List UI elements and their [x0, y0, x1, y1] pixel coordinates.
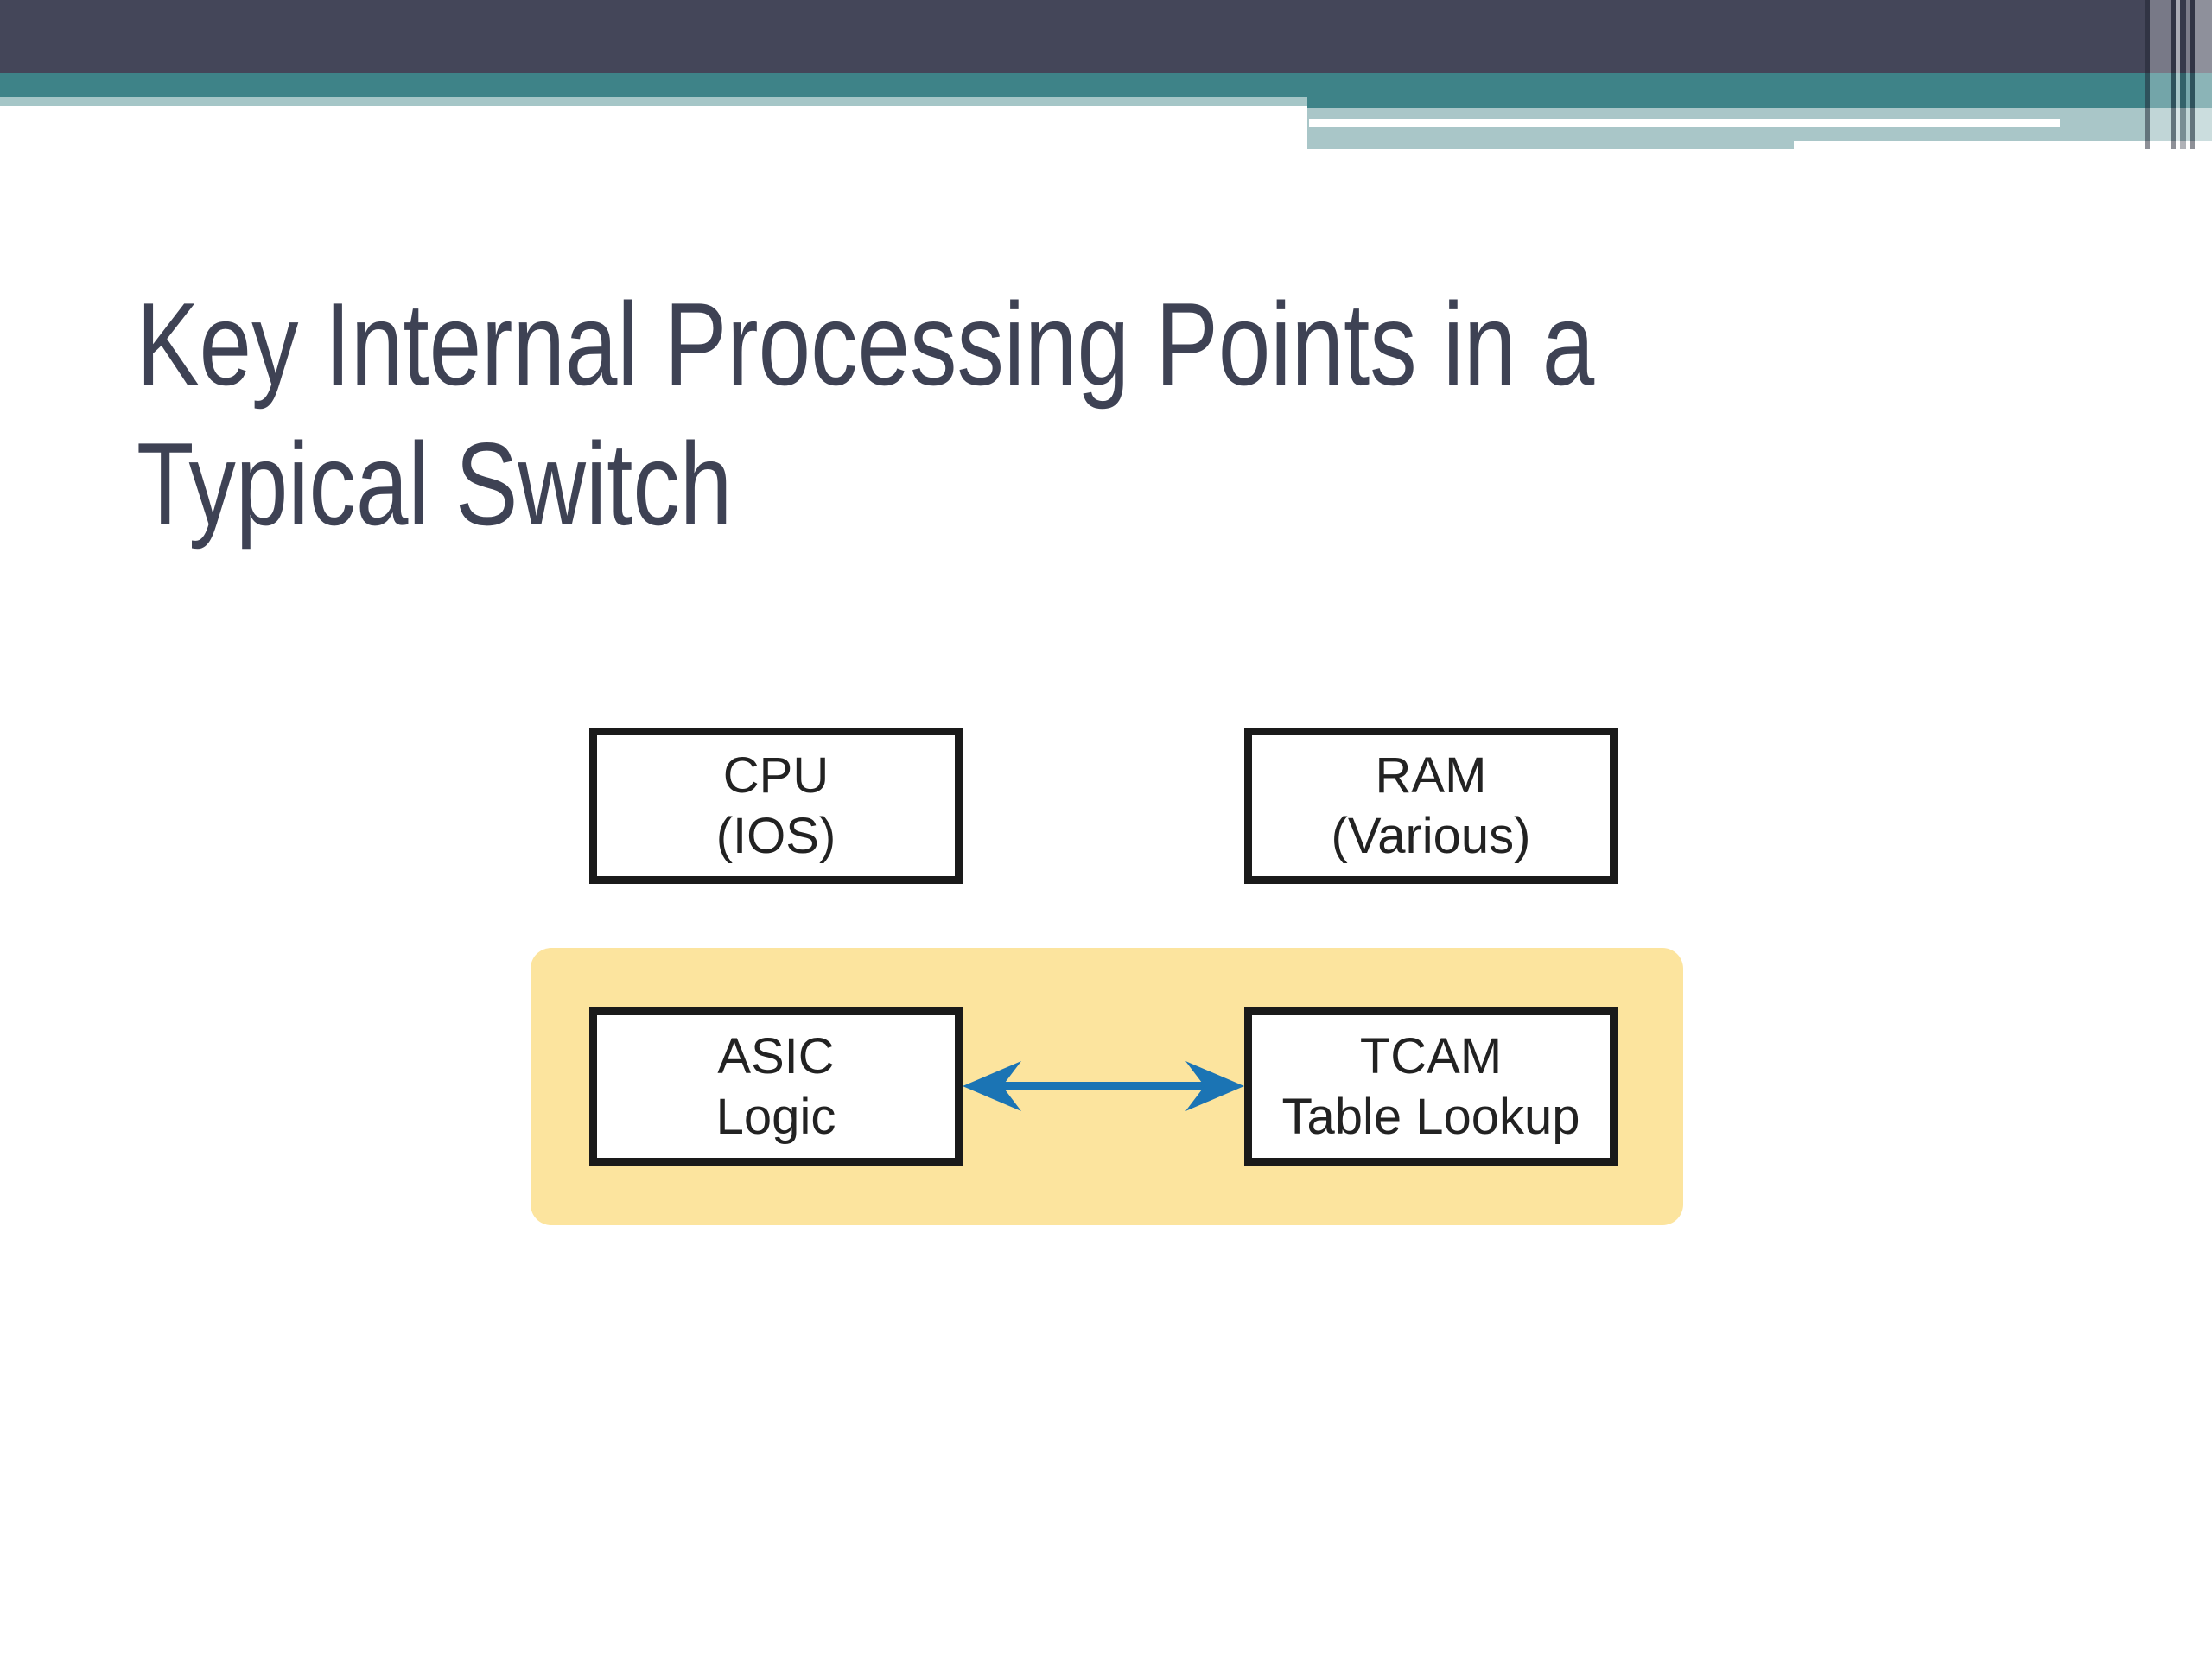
- header-teal-bar-right: [1307, 73, 2212, 108]
- header-dark-bar: [0, 0, 2212, 73]
- cpu-box: CPU (IOS): [589, 728, 963, 884]
- vertical-stripe: [2176, 0, 2180, 149]
- header-light-teal-stripe: [0, 97, 1307, 106]
- cpu-label-line2: (IOS): [715, 807, 836, 864]
- vertical-stripe: [2150, 0, 2171, 149]
- asic-label-line1: ASIC: [717, 1027, 835, 1084]
- tcam-box: TCAM Table Lookup: [1244, 1007, 1618, 1166]
- tcam-label-line1: TCAM: [1359, 1027, 1503, 1084]
- title-line-1: Key Internal Processing Points in a: [137, 278, 1595, 410]
- ram-box: RAM (Various): [1244, 728, 1618, 884]
- cpu-label-line1: CPU: [722, 747, 830, 804]
- ram-label-line1: RAM: [1375, 747, 1487, 804]
- bidirectional-arrow-icon: [963, 1061, 1244, 1111]
- tcam-label-line2: Table Lookup: [1281, 1088, 1580, 1145]
- arrow-shaft: [1001, 1082, 1206, 1090]
- asic-label-line2: Logic: [715, 1088, 836, 1145]
- arrow-head-right: [1185, 1061, 1244, 1111]
- ram-label-line2: (Various): [1331, 807, 1531, 864]
- vertical-stripe: [2186, 0, 2190, 149]
- vertical-stripe: [2171, 0, 2176, 149]
- title-line-2: Typical Switch: [137, 418, 733, 550]
- vertical-stripe: [2195, 0, 2212, 149]
- vertical-stripe: [2180, 0, 2186, 149]
- asic-logic-box: ASIC Logic: [589, 1007, 963, 1166]
- header-white-stripe: [1309, 119, 2060, 127]
- header-white-notch: [1794, 141, 2212, 149]
- arrow-head-left: [963, 1061, 1021, 1111]
- slide-title: Key Internal Processing Points in a Typi…: [137, 274, 1594, 554]
- vertical-stripe: [2190, 0, 2195, 149]
- vertical-stripe: [2145, 0, 2150, 149]
